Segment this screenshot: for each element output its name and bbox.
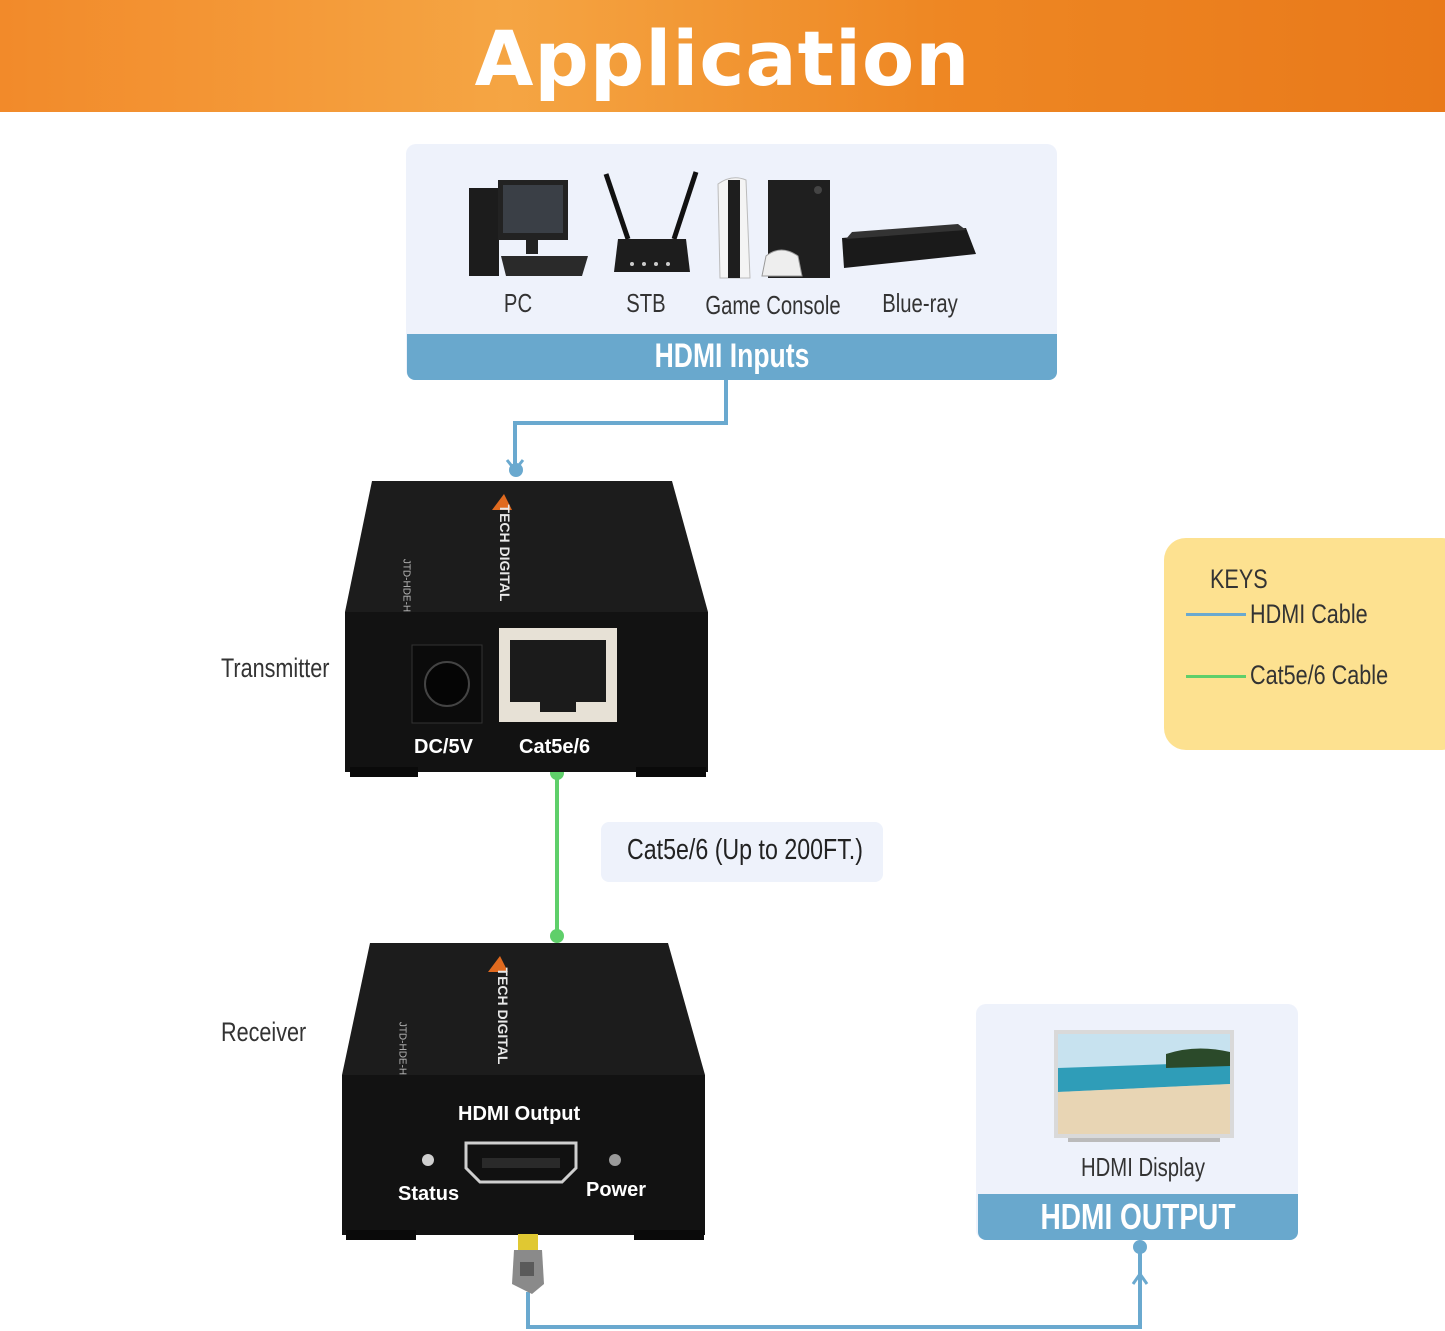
- input-devices-illustration: [469, 171, 976, 279]
- cable-length-text: Cat5e/6 (Up to 200FT.): [627, 834, 863, 866]
- hdmi-cable-key-label: HDMI Cable: [1250, 599, 1368, 629]
- game-console-icon: [717, 177, 830, 279]
- hdmi-inputs-panel: PC STB Game Console Blue-ray HDMI Inputs: [406, 144, 1057, 380]
- bluray-player-icon: [842, 224, 976, 268]
- hdmi-cable-swatch: [1186, 613, 1246, 616]
- hdmi-plug-icon: [512, 1234, 544, 1294]
- hdmi-inputs-bar: HDMI Inputs: [407, 334, 1057, 380]
- cat-cable-swatch: [1186, 675, 1246, 678]
- cable-length-note: Cat5e/6 (Up to 200FT.): [601, 822, 883, 882]
- device-label-pc: PC: [503, 288, 533, 318]
- hdmi-display-icon: [1054, 1030, 1234, 1142]
- router-icon: [603, 171, 699, 272]
- status-led-label: Status: [398, 1183, 460, 1205]
- transmitter-unit: [345, 481, 708, 777]
- device-label-bluray: Blue-ray: [882, 288, 958, 318]
- power-led-label: Power: [586, 1179, 647, 1201]
- hdmi-output-label: HDMI OUTPUT: [1040, 1196, 1236, 1237]
- transmitter-label: Transmitter: [221, 653, 330, 683]
- device-label-stb: STB: [626, 288, 666, 318]
- transmitter-brand: TECH DIGITAL: [497, 504, 513, 602]
- hdmi-input-cable: [513, 380, 728, 470]
- transmitter-model: JTD-HDE-H: [400, 558, 412, 613]
- hdmi-display-label: HDMI Display: [1081, 1152, 1205, 1182]
- receiver-label: Receiver: [221, 1017, 307, 1047]
- keys-title: KEYS: [1210, 564, 1268, 594]
- hdmi-inputs-label: HDMI Inputs: [654, 337, 810, 375]
- hdmi-output-port-label: HDMI Output: [458, 1103, 581, 1125]
- banner-title: Application: [474, 14, 971, 103]
- cat-port-label: Cat5e/6: [519, 736, 591, 758]
- device-label-game-console: Game Console: [705, 290, 841, 320]
- title-banner: Application: [0, 0, 1445, 112]
- cat-cable-key-label: Cat5e/6 Cable: [1250, 660, 1389, 690]
- hdmi-output-panel: HDMI Display HDMI OUTPUT: [976, 1004, 1298, 1240]
- hdmi-output-bar: HDMI OUTPUT: [978, 1194, 1298, 1240]
- receiver-brand: TECH DIGITAL: [495, 967, 511, 1065]
- keys-legend: KEYS HDMI Cable Cat5e/6 Cable: [1164, 538, 1445, 750]
- hdmi-output-cable: [526, 1248, 1142, 1329]
- pc-icon: [469, 180, 588, 276]
- receiver-unit: [342, 943, 705, 1240]
- receiver-model: JTD-HDE-H: [396, 1021, 408, 1076]
- dc-port-label: DC/5V: [414, 736, 473, 758]
